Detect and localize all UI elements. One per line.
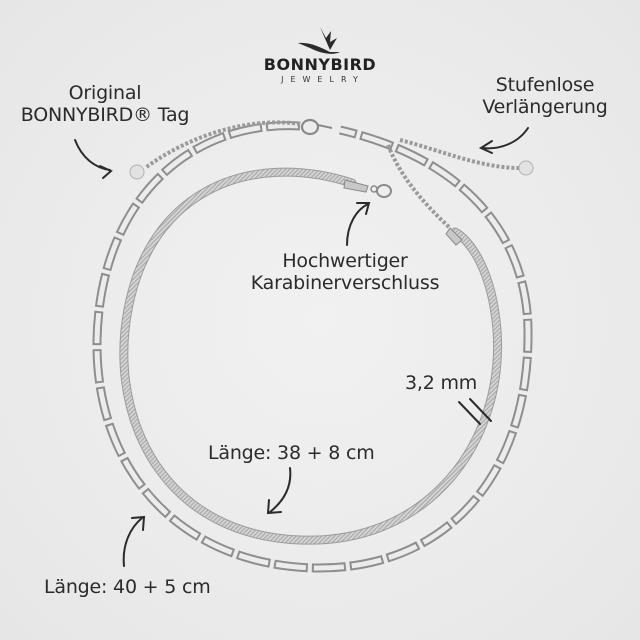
arrow-tag <box>74 139 111 171</box>
extension-annotation-line1: Stufenlose <box>495 74 595 96</box>
brand-name: BONNYBIRD <box>263 55 377 74</box>
tag-annotation: Original BONNYBIRD® Tag <box>10 82 200 126</box>
width-marker-2 <box>469 398 492 422</box>
herringbone-necklace <box>119 167 503 545</box>
arrow-extension <box>481 127 529 150</box>
extension-chain-right <box>386 138 534 230</box>
clasp-annotation: Hochwertiger Karabinerverschluss <box>230 250 460 294</box>
extension-annotation-line2: Verlängerung <box>482 96 608 118</box>
width-marker-1 <box>458 401 481 425</box>
extension-annotation: Stufenlose Verlängerung <box>470 74 620 118</box>
extension-chain-left <box>129 120 301 180</box>
arrow-outer-length <box>122 517 143 567</box>
inner-length-annotation: Länge: 38 + 8 cm <box>208 442 375 464</box>
tag-annotation-line1: Original <box>68 82 142 104</box>
clasp-annotation-line1: Hochwertiger <box>282 250 408 272</box>
annotation-arrows <box>74 127 529 567</box>
arrow-clasp-head <box>356 202 371 215</box>
arrow-inner-length-head <box>266 499 282 515</box>
bird-of-paradise-icon <box>298 27 340 54</box>
arrow-clasp <box>346 203 369 246</box>
arrow-outer-length-head <box>131 515 146 531</box>
arrow-extension-head <box>478 140 493 154</box>
arrow-inner-length <box>269 467 292 513</box>
outer-length-annotation: Länge: 40 + 5 cm <box>44 576 211 598</box>
clasp-annotation-line2: Karabinerverschluss <box>250 272 440 294</box>
arrow-tag-head <box>99 165 113 179</box>
tag-annotation-line2: BONNYBIRD® Tag <box>20 104 190 126</box>
brand-tagline: JEWELRY <box>281 75 365 84</box>
paperclip-chain <box>92 118 533 573</box>
width-annotation: 3,2 mm <box>405 372 478 394</box>
